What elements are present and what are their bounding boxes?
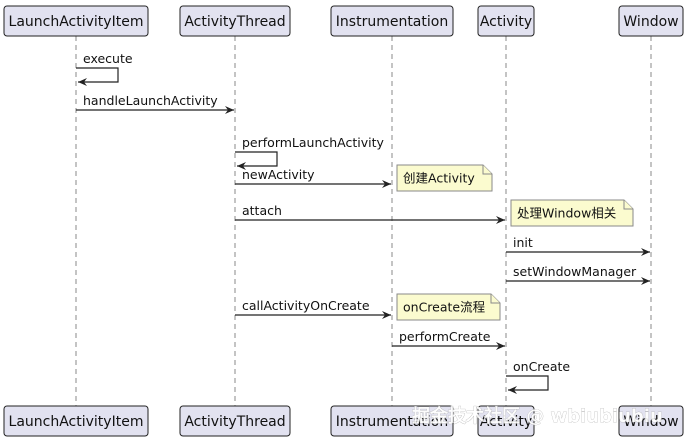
participant-label-top-at: ActivityThread bbox=[184, 14, 285, 30]
participant-box-bottom-lai bbox=[3, 405, 149, 437]
message-label-7: callActivityOnCreate bbox=[242, 298, 370, 313]
message-label-4: attach bbox=[242, 203, 282, 218]
message-label-2: performLaunchActivity bbox=[242, 135, 385, 150]
message-label-8: performCreate bbox=[399, 329, 491, 344]
self-message-arrow-9 bbox=[506, 375, 549, 394]
note-fold-0 bbox=[482, 165, 492, 175]
participant-box-top-act bbox=[477, 5, 535, 37]
message-label-3: newActivity bbox=[242, 167, 315, 182]
participant-box-top-at bbox=[179, 5, 291, 37]
message-label-1: handleLaunchActivity bbox=[83, 93, 218, 108]
participant-label-top-ins: Instrumentation bbox=[336, 14, 448, 30]
participant-label-bottom-lai: LaunchActivityItem bbox=[9, 414, 144, 430]
participant-box-top-ins bbox=[330, 5, 454, 37]
note-box-0 bbox=[396, 164, 493, 192]
note-label-2: onCreate流程 bbox=[403, 300, 486, 315]
note-fold-1 bbox=[623, 200, 633, 210]
participant-box-top-lai bbox=[3, 5, 149, 37]
participant-box-top-win bbox=[618, 5, 684, 37]
participant-label-top-lai: LaunchActivityItem bbox=[9, 14, 144, 30]
message-label-6: setWindowManager bbox=[513, 264, 637, 279]
self-message-arrow-2 bbox=[235, 151, 278, 170]
participant-box-bottom-ins bbox=[330, 405, 454, 437]
note-box-1 bbox=[510, 199, 634, 227]
self-message-arrow-0 bbox=[76, 67, 119, 86]
participant-label-bottom-win: Window bbox=[623, 414, 678, 430]
note-label-1: 处理Window相关 bbox=[517, 206, 616, 221]
message-label-5: init bbox=[513, 235, 533, 250]
participant-label-top-win: Window bbox=[623, 14, 678, 30]
watermark-text: 掘金技术社区 @ wbiubiubiu bbox=[412, 405, 663, 427]
participant-box-bottom-win bbox=[618, 405, 684, 437]
participant-label-bottom-at: ActivityThread bbox=[184, 414, 285, 430]
message-label-0: execute bbox=[83, 51, 133, 66]
note-box-2 bbox=[396, 293, 501, 321]
participant-box-bottom-at bbox=[179, 405, 291, 437]
note-label-0: 创建Activity bbox=[403, 171, 475, 186]
note-fold-2 bbox=[490, 294, 500, 304]
participant-label-bottom-act: Activity bbox=[480, 414, 532, 430]
participant-label-top-act: Activity bbox=[480, 14, 532, 30]
participant-label-bottom-ins: Instrumentation bbox=[336, 414, 448, 430]
message-label-9: onCreate bbox=[513, 359, 570, 374]
participant-box-bottom-act bbox=[477, 405, 535, 437]
